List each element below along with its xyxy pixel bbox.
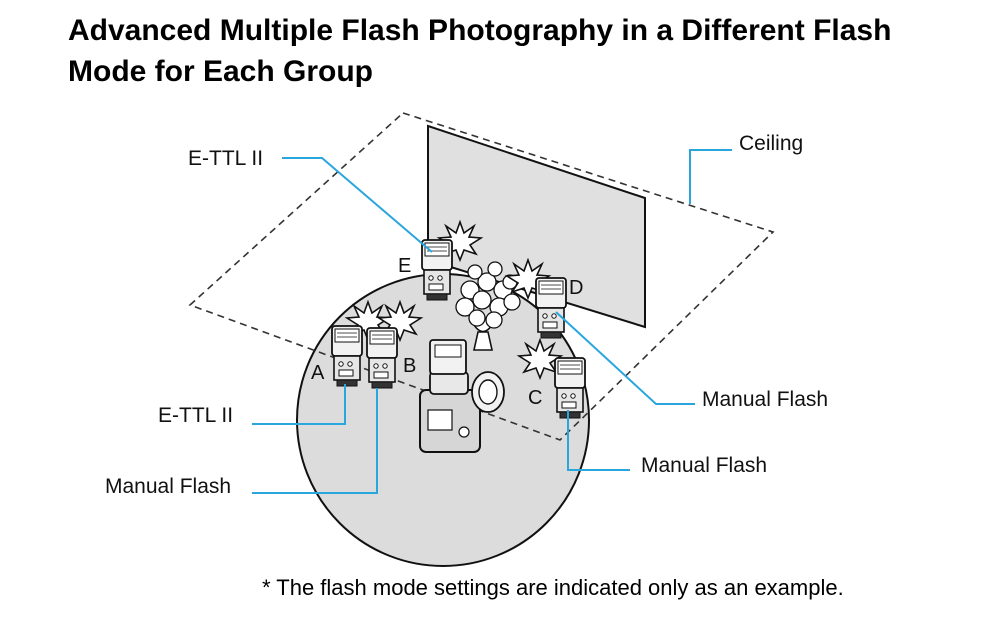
title-line-1: Advanced Multiple Flash Photography in a… bbox=[68, 14, 892, 47]
a-leader-line bbox=[252, 384, 346, 425]
ceiling-label: Ceiling bbox=[739, 132, 803, 155]
title-line-2: Mode for Each Group bbox=[68, 55, 374, 88]
group-letter-a: A bbox=[311, 362, 325, 384]
camera bbox=[419, 339, 505, 453]
diagram-title: Advanced Multiple Flash Photography in a… bbox=[68, 10, 968, 92]
e-mode-label: E-TTL II bbox=[188, 147, 263, 170]
group-letter-b: B bbox=[403, 355, 416, 377]
flower-subject bbox=[455, 261, 521, 351]
e-leader-line bbox=[282, 157, 433, 253]
group-letter-e: E bbox=[398, 255, 411, 277]
c-leader-line bbox=[567, 410, 630, 471]
ceiling-leader-line bbox=[689, 149, 732, 204]
footnote: * The flash mode settings are indicated … bbox=[262, 575, 844, 600]
d-leader-line bbox=[555, 311, 695, 405]
d-mode-label: Manual Flash bbox=[702, 388, 828, 411]
b-mode-label: Manual Flash bbox=[105, 475, 231, 498]
a-mode-label: E-TTL II bbox=[158, 404, 233, 427]
c-mode-label: Manual Flash bbox=[641, 454, 767, 477]
group-letter-c: C bbox=[528, 387, 542, 409]
b-leader-line bbox=[252, 388, 378, 494]
group-letter-d: D bbox=[569, 277, 583, 299]
ceiling-plane bbox=[188, 112, 775, 441]
